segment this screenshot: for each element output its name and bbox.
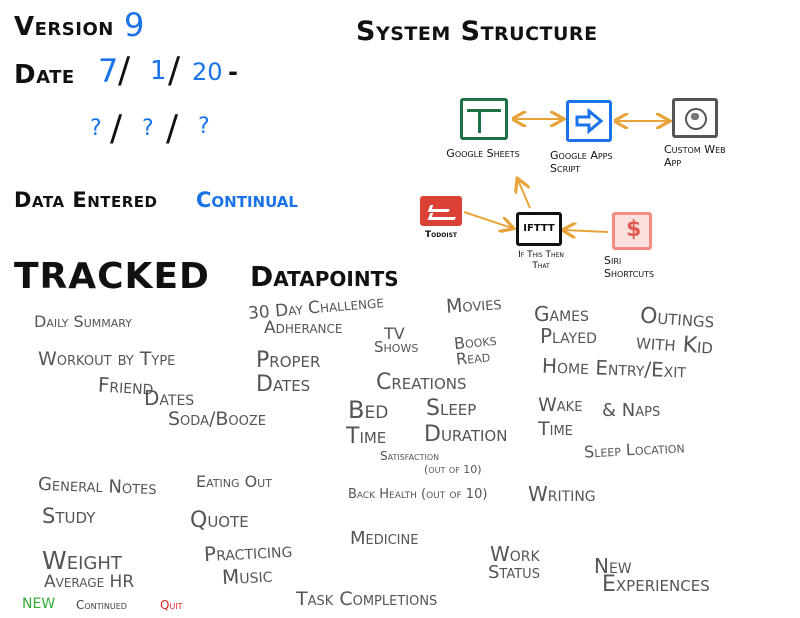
dp-eating-out: Eating Out	[196, 472, 272, 491]
version-value: 9	[124, 6, 145, 44]
dp-bed-2: Time	[346, 424, 387, 449]
dp-work-1: Work	[490, 542, 540, 566]
dp-tv-1: TV	[384, 324, 405, 343]
dp-challenge-2: Adherance	[264, 318, 343, 338]
legend-new: NEW	[22, 596, 56, 612]
legend-continued: Continued	[76, 598, 127, 612]
dp-home-entry: Home Entry/Exit	[541, 353, 687, 383]
dp-satisfaction-2: (out of 10)	[424, 463, 482, 476]
dp-daily-summary: Daily Summary	[34, 312, 132, 331]
data-entered-label: Data Entered	[14, 188, 158, 212]
dp-writing: Writing	[528, 482, 596, 506]
dp-friend-dates-2: Dates	[144, 386, 195, 410]
ifttt-label: If This Then That	[518, 250, 564, 271]
web-app-icon	[672, 98, 718, 138]
dp-new-exp-2: Experiences	[602, 572, 710, 597]
dp-soda-booze: Soda/Booze	[168, 408, 266, 430]
dp-wake-1: Wake	[538, 394, 583, 416]
dp-task-completions: Task Completions	[296, 588, 438, 610]
arrow-todoist-ifttt	[463, 211, 512, 228]
arrow-ifttt-sheets	[518, 180, 531, 209]
dp-naps: & Naps	[602, 400, 661, 421]
sheets-label: Google Sheets	[446, 147, 520, 160]
dp-proper-1: Proper	[256, 348, 321, 373]
date-year: 20	[192, 58, 223, 86]
dp-outings-2: with Kid	[635, 329, 714, 360]
dp-general-notes: General Notes	[37, 473, 157, 500]
dp-new-exp-1: New	[594, 554, 632, 578]
end-slash-2: /	[166, 108, 179, 149]
dp-games-2: Played	[540, 324, 597, 348]
arrow-siri-ifttt	[564, 230, 609, 232]
dp-quote: Quote	[190, 508, 249, 533]
legend-quit: Quit	[160, 598, 183, 612]
date-dash: -	[228, 58, 238, 86]
dp-sleep-1: Sleep	[426, 396, 477, 421]
dp-wake-2: Time	[538, 418, 573, 440]
dp-satisfaction-1: Satisfaction	[380, 449, 440, 463]
dp-outings-1: Outings	[639, 303, 716, 334]
sheets-icon	[460, 98, 508, 140]
web-app-label: Custom Web App	[664, 143, 726, 170]
siri-label: Siri Shortcuts	[604, 254, 655, 281]
ifttt-logo-text: IFTTT	[523, 223, 555, 234]
dp-workout: Workout by Type	[38, 348, 176, 370]
dp-games-1: Games	[534, 302, 589, 326]
end-day: ?	[142, 116, 154, 141]
dp-weight: Weight	[42, 546, 122, 575]
system-title: System Structure	[356, 16, 598, 47]
dp-practicing-2: Music	[221, 562, 273, 590]
dp-creations: Creations	[376, 370, 467, 395]
dp-work-2: Status	[488, 562, 540, 583]
date-slash-1: /	[118, 50, 131, 91]
dp-proper-2: Dates	[256, 372, 311, 397]
end-year: ?	[198, 114, 210, 139]
todoist-icon	[420, 196, 462, 226]
data-entered-value: Continual	[196, 188, 298, 212]
dp-study: Study	[42, 504, 96, 528]
dp-bed-1: Bed	[348, 396, 389, 424]
date-label: Date	[14, 60, 75, 90]
dp-books-2: Read	[455, 346, 491, 369]
todoist-label: Todoist	[425, 230, 457, 240]
dp-practicing-1: Practicing	[203, 537, 293, 567]
dp-movies: Movies	[445, 292, 503, 318]
date-month: 7	[98, 52, 119, 90]
dp-tv-2: Shows	[374, 338, 419, 356]
date-day: 1	[150, 56, 167, 86]
end-month: ?	[90, 116, 102, 141]
dp-medicine: Medicine	[350, 528, 419, 549]
siri-icon: $	[612, 212, 652, 250]
apps-script-icon	[566, 100, 612, 142]
tracked-subtitle: Datapoints	[250, 260, 399, 293]
tracked-title: TRACKED	[14, 256, 210, 297]
dp-average-hr: Average HR	[44, 572, 135, 592]
dp-sleep-2: Duration	[424, 422, 508, 447]
ifttt-icon: IFTTT	[516, 212, 562, 246]
apps-script-label: Google Apps Script	[550, 149, 613, 176]
dp-back-health: Back Health (out of 10)	[348, 487, 488, 502]
end-slash-1: /	[110, 108, 123, 149]
date-slash-2: /	[168, 50, 181, 91]
version-label: Version	[14, 12, 114, 42]
